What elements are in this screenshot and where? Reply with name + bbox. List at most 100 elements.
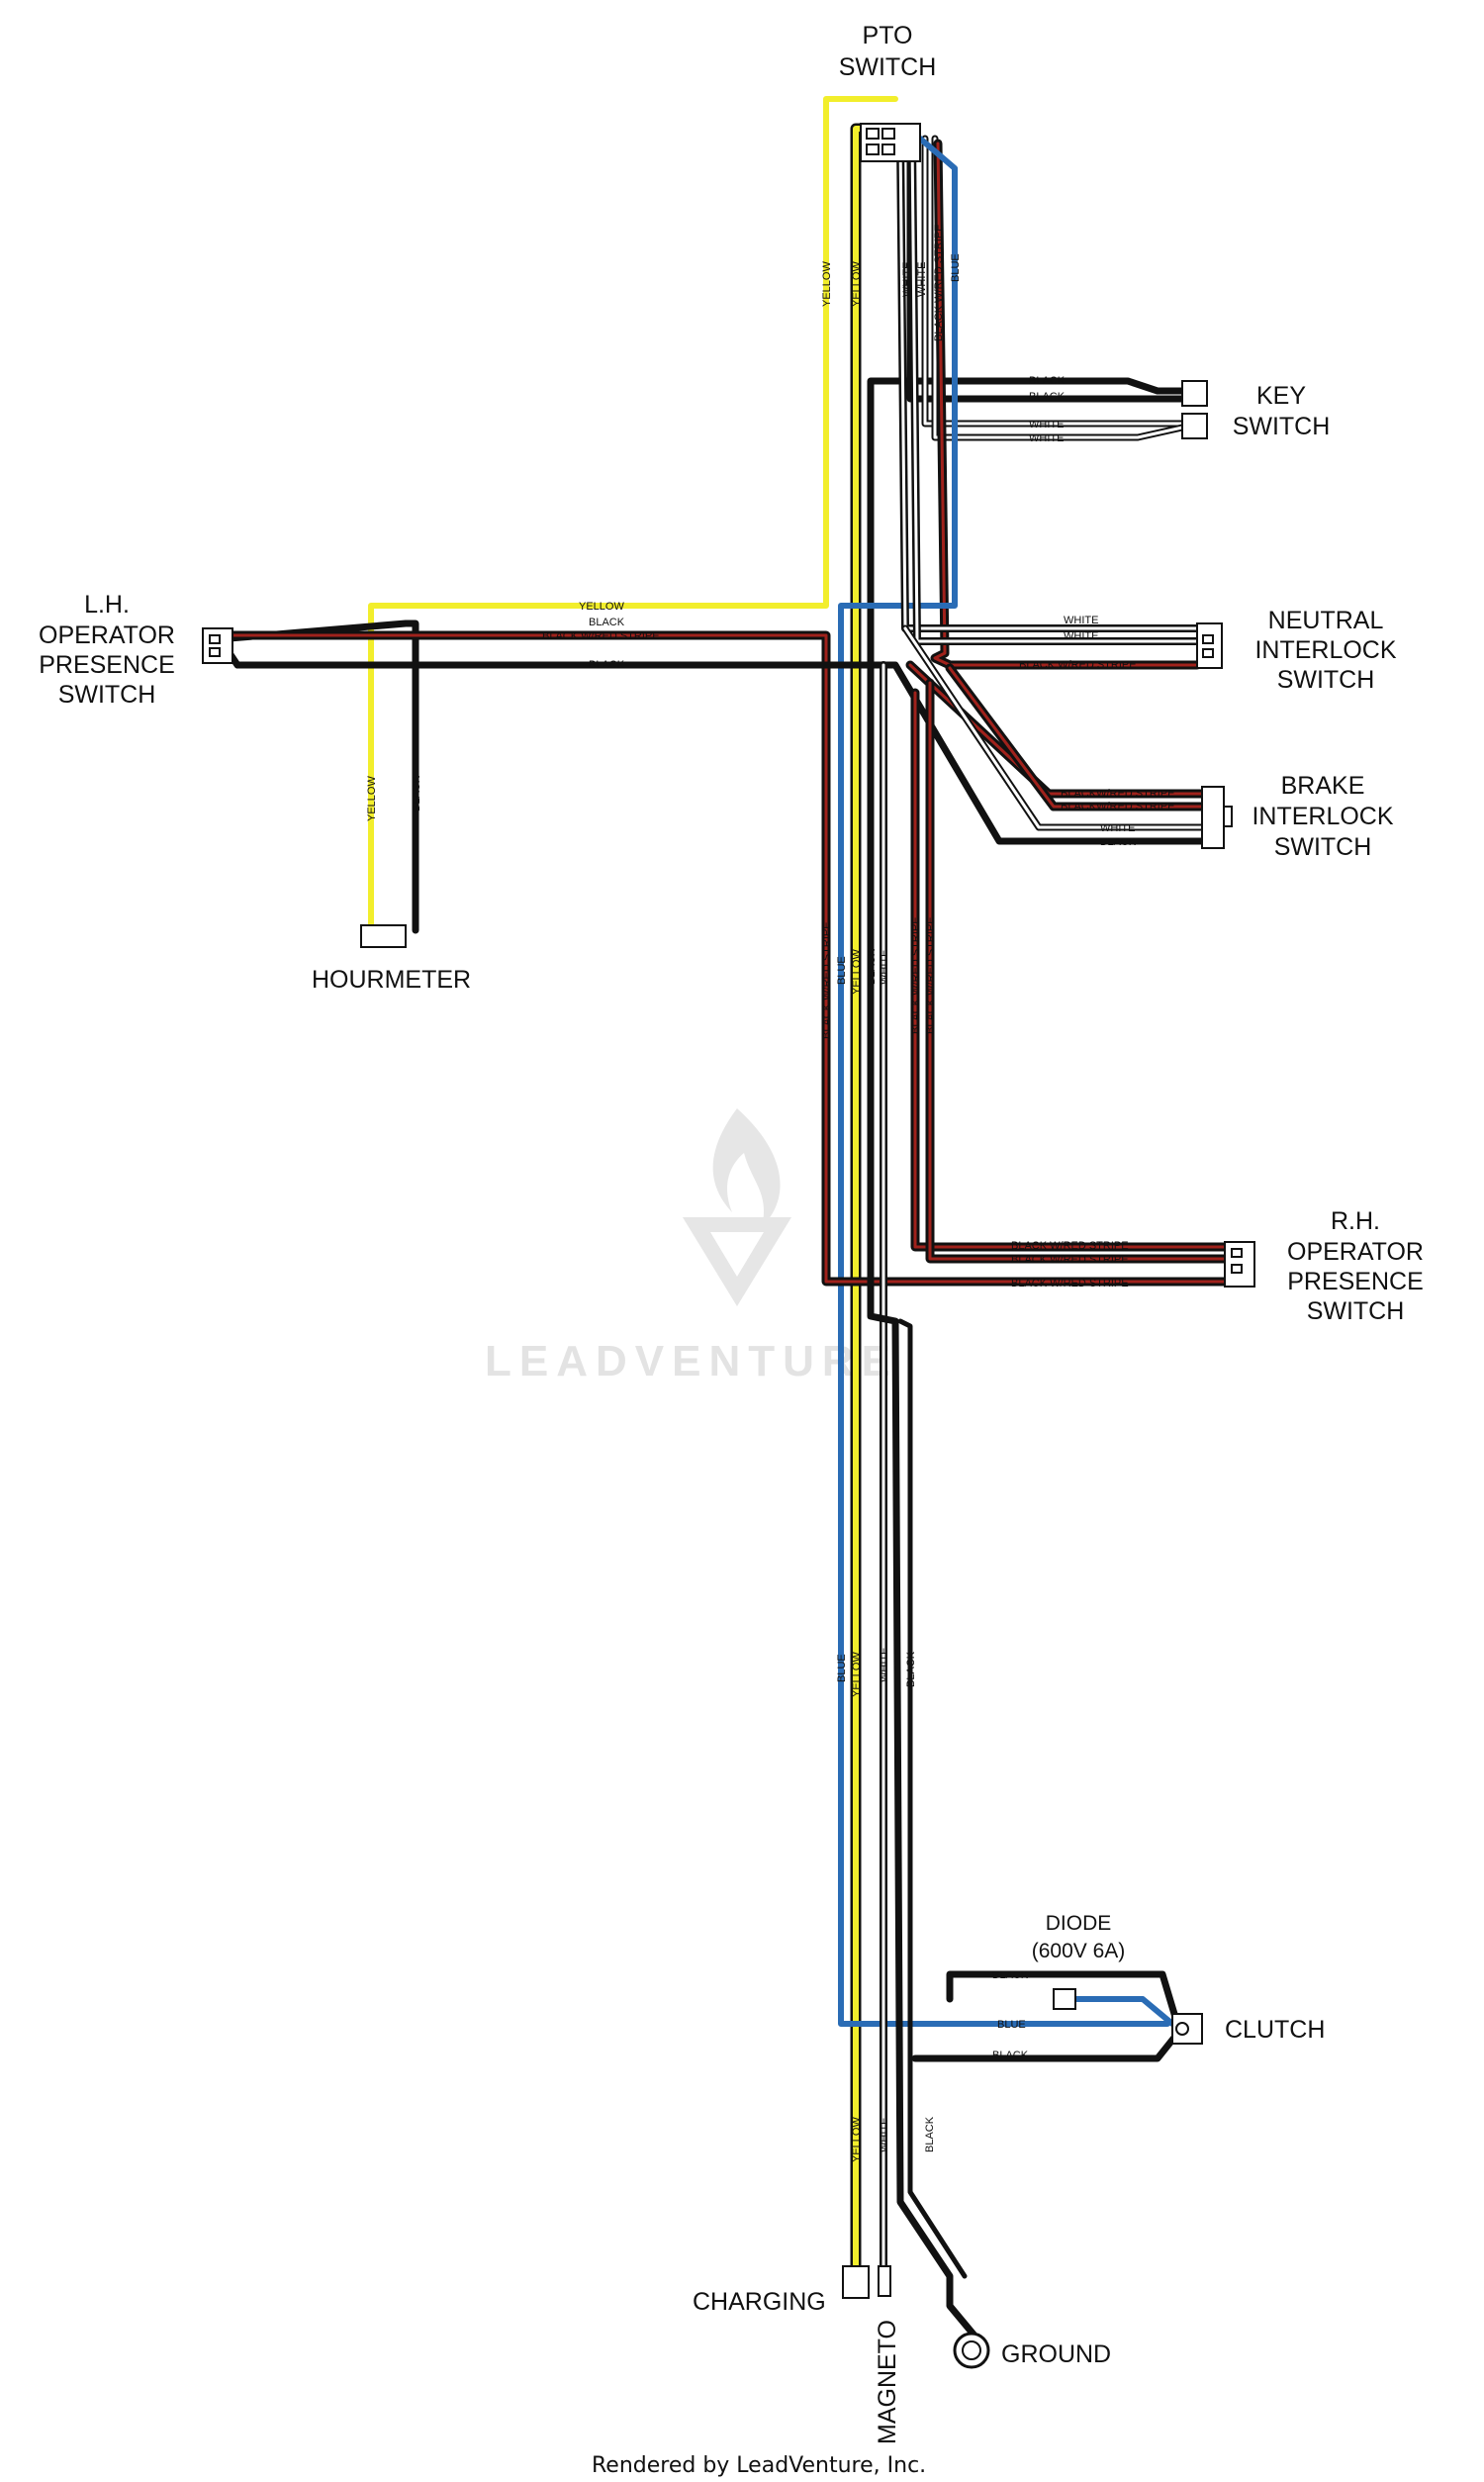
pto-line-1: PTO: [863, 22, 913, 49]
label-neutral-red: BLACK W/RED STRIPE: [1019, 659, 1137, 671]
neutral-line-1: NEUTRAL: [1268, 607, 1384, 634]
label-low-black: BLACK: [905, 1651, 917, 1687]
charging-terminal: [842, 2265, 870, 2299]
neutral-line-3: SWITCH: [1277, 666, 1375, 694]
wire-yellow-charging: [850, 123, 901, 2272]
wire-white-brake: [901, 624, 1216, 831]
label-brake-red-2: BLACKW/RED STRIPE: [1061, 801, 1175, 812]
label-charging-yellow: YELLOW: [851, 2117, 863, 2162]
brake-line-2: INTERLOCK: [1252, 803, 1393, 830]
label-brake-black: BLACK: [1100, 836, 1137, 848]
key-switch-label: KEY SWITCH: [1233, 382, 1331, 440]
key-line-1: KEY: [1256, 382, 1306, 410]
wire-labels: YELLOW YELLOW WHITE WHITE BLACK W/RED ST…: [366, 224, 1175, 2162]
label-red-pto: BLACK W/RED STRIPE: [933, 224, 945, 341]
label-lh-yellow: YELLOW: [579, 601, 624, 613]
wire-white-key: [921, 135, 1186, 441]
label-rh-red-1: BLACK W/RED STRIPE: [1011, 1240, 1129, 1252]
wire-blue-clutch: [838, 136, 1170, 2027]
pto-switch-label: PTO SWITCH: [839, 22, 937, 81]
wire-black-ground: [867, 709, 978, 2339]
ground-terminal: [953, 2332, 990, 2369]
clutch-label: CLUTCH: [1225, 2016, 1325, 2044]
label-trunk-red-2: BLACK W/RED STRIPE: [910, 916, 922, 1034]
lh-line-3: PRESENCE: [39, 651, 175, 679]
label-trunk-white: WHITE: [879, 950, 890, 985]
ground-label: GROUND: [1001, 2340, 1111, 2368]
label-low-blue: BLUE: [836, 1654, 848, 1682]
wires: [225, 96, 1232, 2339]
neutral-interlock-connector: [1196, 622, 1223, 669]
key-switch-connector: [1181, 380, 1208, 439]
label-ground-black: BLACK: [924, 2116, 936, 2152]
label-hour-yellow: YELLOW: [366, 776, 378, 821]
label-lh-red: BLACK W/RED STRIPE: [542, 630, 660, 642]
label-clutch-blue: BLUE: [997, 2019, 1026, 2031]
wire-black-clutch-2: [911, 2030, 1181, 2062]
label-low-white: WHITE: [879, 1648, 890, 1682]
label-trunk-red: BLACK W/RED STRIPE: [821, 921, 833, 1039]
watermark: LEADVENTURE: [485, 1108, 898, 1385]
label-key-black-2: BLACK: [1029, 391, 1066, 403]
label-neutral-white-1: WHITE: [1064, 615, 1098, 626]
label-yellow-2: YELLOW: [851, 261, 863, 307]
label-brake-white: WHITE: [1100, 822, 1135, 834]
label-low-yellow: YELLOW: [851, 1652, 863, 1697]
rh-operator-connector: [1224, 1241, 1255, 1288]
label-magneto-white: WHITE: [879, 2118, 890, 2152]
label-hour-black: BLACK: [411, 775, 422, 811]
label-clutch-black-1: BLACK: [992, 1969, 1029, 1981]
label-rh-red-2: BLACK W/RED STRIPE: [1011, 1254, 1129, 1266]
brake-interlock-connector: [1201, 786, 1233, 849]
wire-red-lh: [225, 630, 1232, 1287]
diode-component: [1053, 1988, 1076, 2010]
lh-operator-label: L.H. OPERATOR PRESENCE SWITCH: [39, 591, 175, 709]
label-trunk-blue: BLUE: [836, 956, 848, 985]
label-key-white-1: WHITE: [1029, 419, 1064, 430]
label-yellow-1: YELLOW: [821, 261, 833, 307]
label-trunk-black: BLACK: [866, 948, 878, 985]
diode-line-1: DIODE: [1046, 1912, 1112, 1935]
watermark-v-icon: [683, 1217, 791, 1306]
wire-black-clutch-1: [946, 1970, 1181, 2028]
label-key-white-2: WHITE: [1029, 432, 1064, 444]
footer-credit: Rendered by LeadVenture, Inc.: [592, 2453, 926, 2478]
hourmeter-connector: [360, 924, 407, 948]
label-lh-black-2: BLACK: [589, 659, 625, 671]
label-key-black-1: BLACK: [1029, 375, 1066, 387]
wire-black-key-1: [867, 377, 1186, 716]
brake-interlock-label: BRAKE INTERLOCK SWITCH: [1252, 772, 1393, 861]
wire-black-lh-2: [226, 649, 1221, 845]
label-brake-red-1: BLACKW/RED STRIPE: [1061, 788, 1175, 800]
connectors: [202, 123, 1255, 2369]
rh-line-1: R.H.: [1331, 1207, 1380, 1235]
watermark-text: LEADVENTURE: [485, 1337, 898, 1385]
rh-line-3: PRESENCE: [1287, 1268, 1424, 1295]
wire-black-lh-1: [226, 620, 419, 934]
key-line-2: SWITCH: [1233, 413, 1331, 440]
hourmeter-label: HOURMETER: [312, 966, 471, 994]
wire-yellow-hourmeter: [368, 96, 898, 933]
label-rh-red-3: BLACK W/RED STRIPE: [1011, 1278, 1129, 1289]
diode-line-2: (600V 6A): [1032, 1940, 1126, 1962]
label-white-1: WHITE: [901, 262, 913, 297]
watermark-flame-icon: [712, 1108, 781, 1227]
neutral-line-2: INTERLOCK: [1254, 636, 1396, 664]
magneto-label: MAGNETO: [874, 2320, 901, 2444]
lh-line-1: L.H.: [84, 591, 130, 619]
diode-label: DIODE (600V 6A): [1032, 1912, 1126, 1962]
lh-line-2: OPERATOR: [39, 621, 175, 649]
magneto-terminal: [878, 2265, 891, 2297]
brake-line-3: SWITCH: [1274, 833, 1372, 861]
lh-line-4: SWITCH: [58, 681, 156, 709]
wire-red-brake: [905, 660, 1207, 811]
label-blue-pto: BLUE: [950, 253, 962, 282]
rh-line-2: OPERATOR: [1287, 1238, 1424, 1266]
clutch-connector: [1171, 2013, 1203, 2045]
label-white-2: WHITE: [916, 262, 928, 297]
rh-operator-label: R.H. OPERATOR PRESENCE SWITCH: [1287, 1207, 1424, 1325]
brake-line-1: BRAKE: [1281, 772, 1365, 800]
wire-black-ground-2: [897, 1318, 968, 2279]
rh-line-4: SWITCH: [1307, 1297, 1405, 1325]
neutral-interlock-label: NEUTRAL INTERLOCK SWITCH: [1254, 607, 1396, 694]
